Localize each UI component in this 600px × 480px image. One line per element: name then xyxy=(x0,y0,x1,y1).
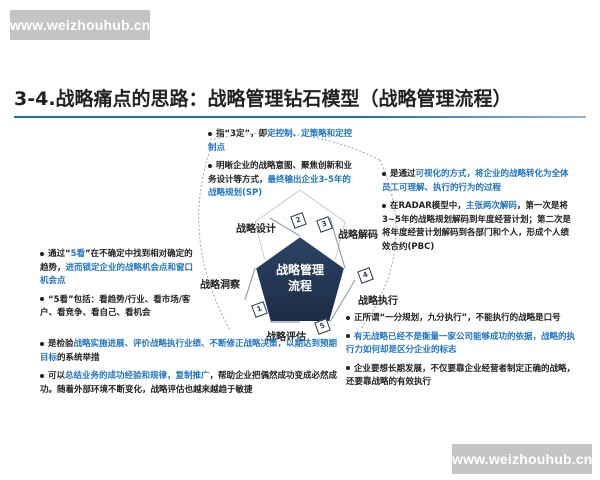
bullet-icon xyxy=(40,297,44,301)
center-title: 战略管理 流程 xyxy=(260,262,340,294)
center-line-1: 战略管理 xyxy=(275,263,324,277)
decode-p2-text: 在RADAR模型中， xyxy=(390,201,466,211)
insight-p1-text: 通过“ xyxy=(48,249,71,259)
bullet-icon xyxy=(346,315,350,320)
label-evaluate: 战略评估 xyxy=(266,332,306,343)
insight-p2-text: “5看”包括：看趋势/行业、看市场/客户、看竞争、看自己、看机会 xyxy=(40,294,191,319)
label-insight: 战略洞察 xyxy=(200,280,240,291)
execute-p2-text: 有无战略已经不是衡量一家公司能够成功的依据，战略的执行力如何却是区分企业的标志 xyxy=(346,331,576,356)
insight-p1-highlight: 5看 xyxy=(70,249,86,259)
insight-description: 通过“5看”在不确定中找到相对确定的趋势，进而锁定企业的战略机会点和窗口机会点 … xyxy=(40,248,200,326)
label-decode: 战略解码 xyxy=(338,230,378,241)
decode-p1-highlight-2: ，将企业的战略转化为全体员工可理解、执行的行为的过程 xyxy=(382,169,569,193)
decode-point-1: 是通过可视化的方式，将企业的战略转化为全体员工可理解、执行的行为的过程 xyxy=(382,168,574,195)
slide-title: 3-4.战略痛点的思路：战略管理钻石模型（战略管理流程） xyxy=(14,88,512,110)
evaluate-p2-text-2: ，帮助企业把偶然成功变成必然成功。随着外部环境不断变化，战略评估也越来越趋于敏捷 xyxy=(40,371,338,395)
design-p2-text: 明晰企业的战略意图、聚焦创新和业务设计等方式， xyxy=(208,161,353,185)
execute-p1-text: 正所谓“一分规划，九分执行”，不能执行的战略是口号 xyxy=(354,313,561,323)
bullet-icon xyxy=(346,366,350,370)
bullet-icon xyxy=(40,341,44,346)
connector-arc-right xyxy=(359,159,397,331)
decode-p1-text: 是通过 xyxy=(390,169,416,179)
watermark-top: www.weizhouhub.cn xyxy=(10,10,150,40)
bullet-icon xyxy=(382,203,386,208)
evaluate-p2-text: 可以 xyxy=(48,371,66,381)
spoke-decode xyxy=(329,217,346,269)
evaluate-p2-highlight: 总结业务的成功经验和规律，复制推广 xyxy=(65,371,210,381)
bullet-icon xyxy=(208,163,212,168)
bullet-icon xyxy=(346,334,350,338)
execute-point-1: 正所谓“一分规划，九分执行”，不能执行的战略是口号 xyxy=(346,312,578,326)
evaluate-p1-text: 是检验 xyxy=(48,339,74,349)
spoke-insight xyxy=(244,267,256,301)
decode-p2-highlight: 主张两次解码 xyxy=(465,201,517,211)
decode-p2-text-2: ，第一次是将3~5年的战略规划解码到年度经营计划；第二次是将年度经营计划解码到各… xyxy=(382,201,571,252)
design-p1-highlight: 定控制、定策略和定控制点 xyxy=(208,129,353,153)
label-execute: 战略执行 xyxy=(358,296,398,307)
execute-point-3: 企业要想长期发展，不仅要靠企业经营者制定正确的战略，还要靠战略的有效执行 xyxy=(346,363,578,390)
watermark-bottom: www.weizhouhub.cn xyxy=(452,444,592,474)
design-point-1: 指“3定”，即定控制、定策略和定控制点 xyxy=(208,128,358,155)
evaluate-p1-text-2: 的系统举措 xyxy=(57,352,100,363)
insight-p1-highlight-2: 进而锁定企业的战略机会点和窗口机会点 xyxy=(40,262,194,287)
design-p1-text: 指“3定”，即 xyxy=(216,129,268,139)
design-p2-highlight: 最终输出企业3-5年的战略规划(SP) xyxy=(208,174,351,199)
connector-arc-top xyxy=(209,132,381,161)
spoke-design xyxy=(269,217,301,237)
execute-point-2: 有无战略已经不是衡量一家公司能够成功的依据，战略的执行力如何却是区分企业的标志 xyxy=(346,331,578,358)
evaluate-point-1: 是检验战略实施进展、评价战略执行业绩、不断修正战略决策，以期达到预期目标的系统举… xyxy=(40,338,338,365)
evaluate-point-2: 可以总结业务的成功经验和规律，复制推广，帮助企业把偶然成功变成必然成功。随着外部… xyxy=(40,370,338,397)
insight-point-1: 通过“5看”在不确定中找到相对确定的趋势，进而锁定企业的战略机会点和窗口机会点 xyxy=(40,248,200,289)
title-underline xyxy=(14,116,586,118)
bullet-icon xyxy=(382,171,386,176)
spoke-execute xyxy=(329,279,356,323)
label-design: 战略设计 xyxy=(236,224,276,235)
decode-p1-highlight: 可视化的方式 xyxy=(415,169,467,179)
center-line-2: 流程 xyxy=(287,279,312,293)
decode-description: 是通过可视化的方式，将企业的战略转化为全体员工可理解、执行的行为的过程 在RAD… xyxy=(382,168,574,259)
design-point-2: 明晰企业的战略意图、聚焦创新和业务设计等方式，最终输出企业3-5年的战略规划(S… xyxy=(208,160,358,201)
bullet-icon xyxy=(40,251,44,256)
execute-description: 正所谓“一分规划，九分执行”，不能执行的战略是口号 有无战略已经不是衡量一家公司… xyxy=(346,312,578,395)
bullet-icon xyxy=(208,131,212,136)
evaluate-description: 是检验战略实施进展、评价战略执行业绩、不断修正战略决策，以期达到预期目标的系统举… xyxy=(40,338,338,402)
bullet-icon xyxy=(40,373,44,378)
insight-point-2: “5看”包括：看趋势/行业、看市场/客户、看竞争、看自己、看机会 xyxy=(40,294,200,321)
design-description: 指“3定”，即定控制、定策略和定控制点 明晰企业的战略意图、聚焦创新和业务设计等… xyxy=(208,128,358,206)
evaluate-p1-highlight: 战略实施进展、评价战略执行业绩、不断修正战略决策，以期达到预期目标 xyxy=(40,339,338,363)
execute-p3-text: 企业要想长期发展，不仅要靠企业经营者制定正确的战略，还要靠战略的有效执行 xyxy=(346,363,576,388)
decode-point-2: 在RADAR模型中，主张两次解码，第一次是将3~5年的战略规划解码到年度经营计划… xyxy=(382,200,574,254)
insight-p1-text-2: ”在不确定中找到相对确定的趋势， xyxy=(40,249,193,273)
